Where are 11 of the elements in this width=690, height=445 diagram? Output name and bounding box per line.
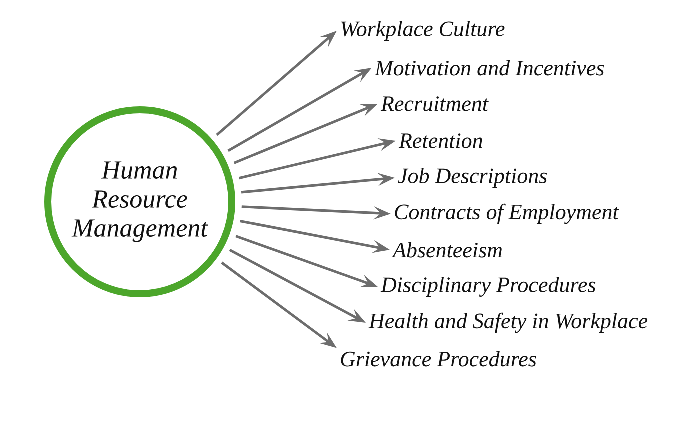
topic-label: Motivation and Incentives <box>374 60 604 76</box>
topic-label: Disciplinary Procedures <box>380 277 596 297</box>
topic-label: Retention <box>398 134 482 148</box>
topic-label: Contracts of Employment <box>395 204 620 224</box>
topic-label: Job Descriptions <box>398 168 548 188</box>
topic-label: Recruitment <box>380 96 489 112</box>
ring: Human Resource Management <box>44 106 236 298</box>
topic-label: Grievance Procedures <box>341 351 536 367</box>
topic-label: Absenteeism <box>392 242 502 258</box>
topic-label: Workplace Culture <box>341 21 505 41</box>
topic-label: Health and Safety in Workplace <box>368 312 648 334</box>
